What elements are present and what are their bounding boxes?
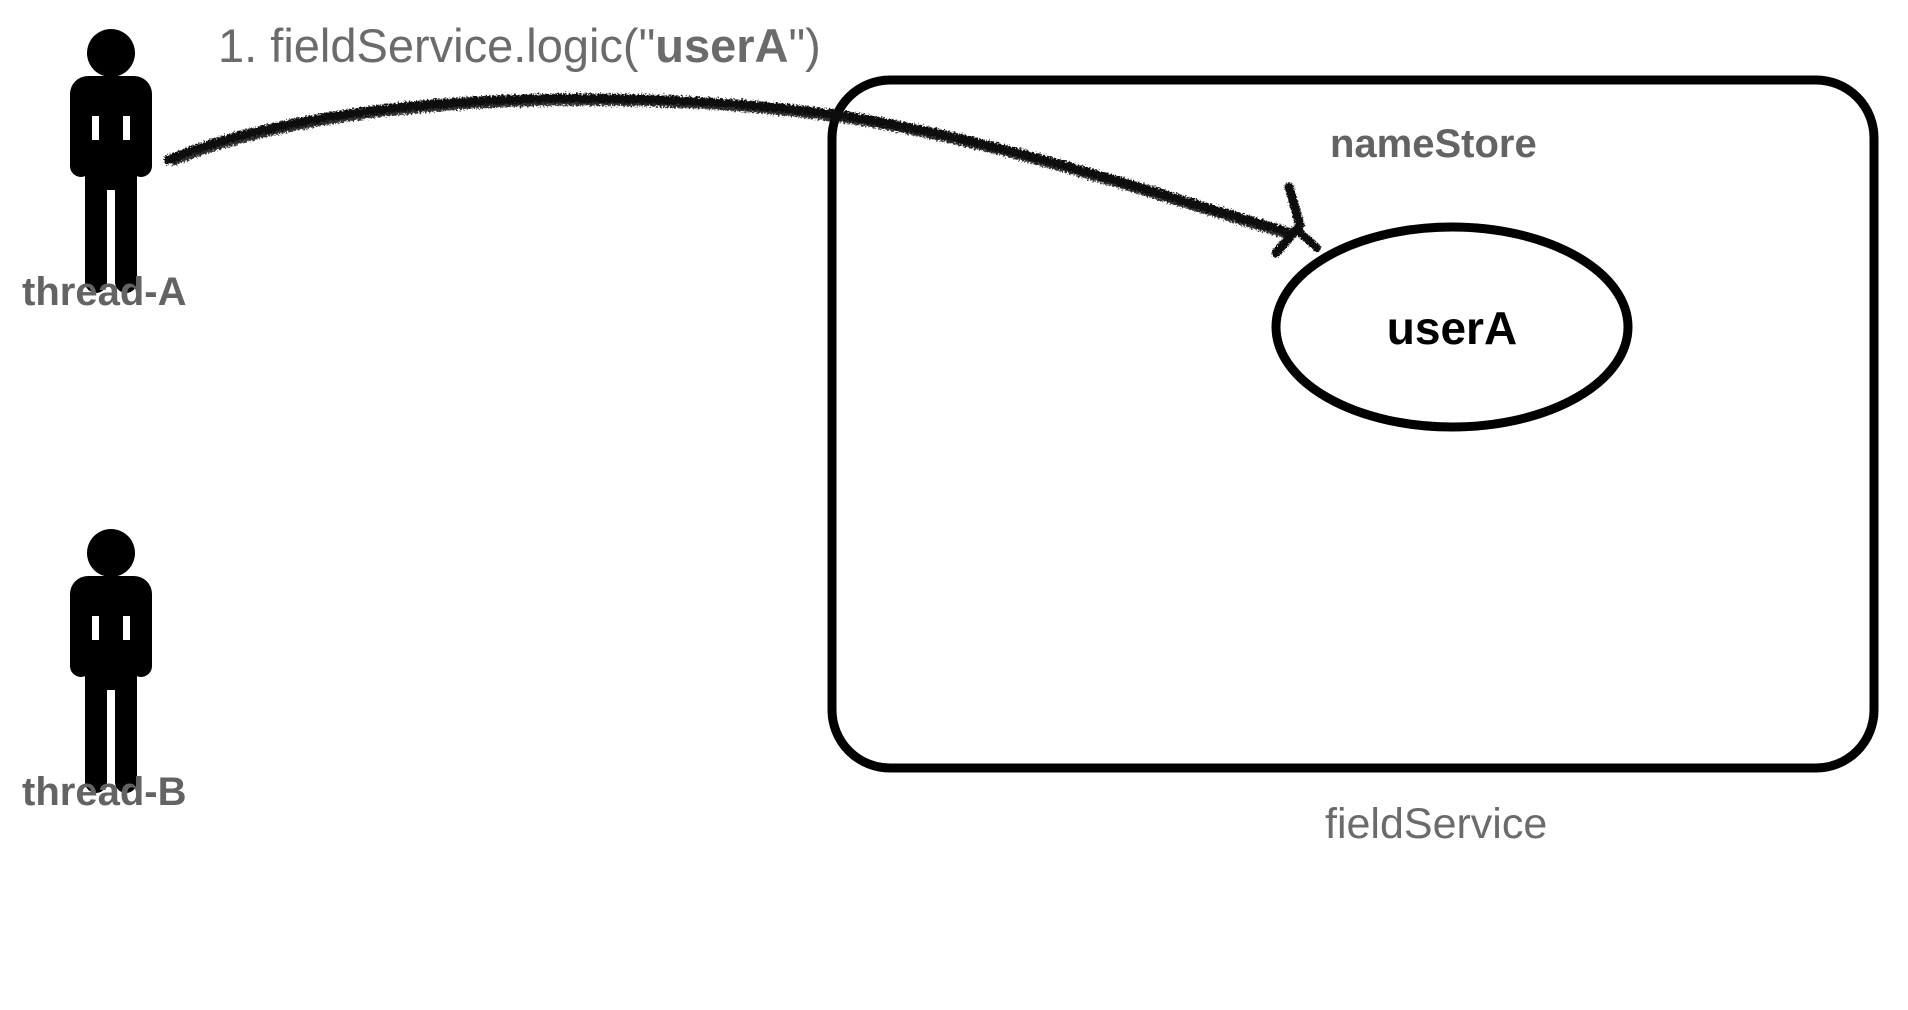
callout-text: 1. fieldService.logic("userA"): [218, 19, 821, 72]
call-arrow: [163, 93, 1321, 258]
actor-label-thread-b: thread-B: [22, 770, 186, 814]
person-icon: [70, 529, 152, 793]
entry-ellipse: [1271, 222, 1633, 432]
callout-suffix: "): [789, 19, 821, 72]
entry-label: userA: [1387, 302, 1517, 354]
callout-prefix: fieldService.logic(": [257, 19, 655, 72]
field-service-label: fieldService: [1325, 800, 1547, 848]
name-store-entry[interactable]: userA: [1271, 222, 1633, 432]
step-callout: 1. fieldService.logic("userA"): [218, 19, 821, 72]
name-store-label: nameStore: [1330, 122, 1537, 166]
field-service-container[interactable]: nameStore userA fieldService: [827, 75, 1879, 848]
actor-label-thread-a: thread-A: [22, 270, 186, 314]
callout-step: 1.: [218, 19, 257, 72]
person-icon: [70, 29, 152, 293]
container-border: [827, 75, 1879, 773]
callout-argument: userA: [655, 19, 788, 72]
actor-thread-a[interactable]: thread-A: [22, 29, 186, 314]
actor-thread-b[interactable]: thread-B: [22, 529, 186, 814]
